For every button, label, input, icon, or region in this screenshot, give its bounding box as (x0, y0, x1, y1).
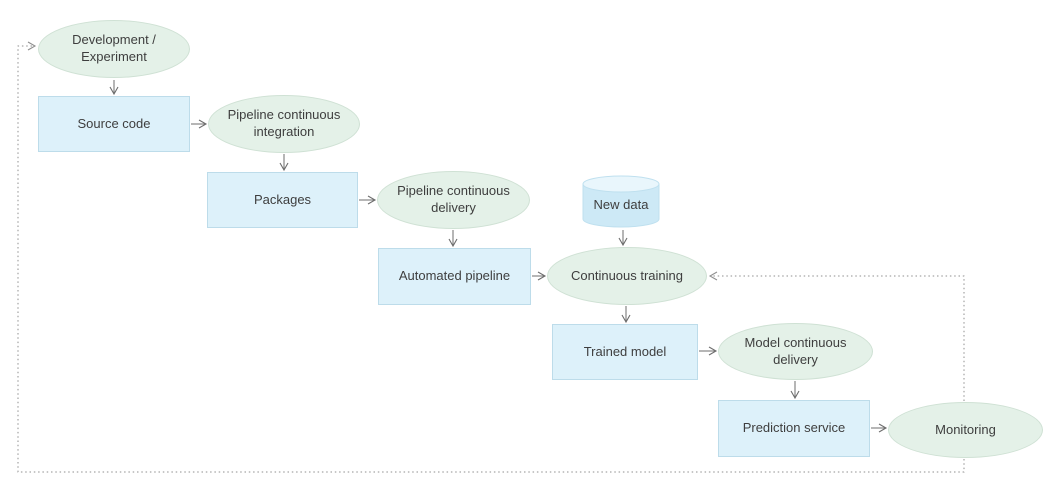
node-label: New data (593, 197, 649, 213)
node-label: Continuous training (570, 267, 684, 283)
node-label: Pipeline continuous integration (227, 107, 341, 139)
edge-monitoring-to-ct-feedback (708, 271, 965, 401)
node-new-data: New data (582, 175, 660, 228)
node-label: Source code (77, 115, 151, 131)
node-development-experiment: Development / Experiment (38, 20, 190, 78)
node-label: Monitoring (935, 421, 996, 437)
node-label: Pipeline continuous delivery (397, 183, 510, 215)
node-packages: Packages (207, 172, 358, 228)
node-source-code: Source code (38, 96, 190, 152)
node-model-continuous-delivery: Model continuous delivery (718, 323, 873, 380)
node-label: Development / Experiment (72, 32, 156, 64)
node-trained-model: Trained model (552, 324, 698, 380)
node-continuous-training: Continuous training (547, 247, 707, 305)
node-automated-pipeline: Automated pipeline (378, 248, 531, 305)
node-label: Trained model (583, 343, 667, 359)
node-prediction-service: Prediction service (718, 400, 870, 457)
node-monitoring: Monitoring (888, 402, 1043, 458)
node-pipeline-continuous-integration: Pipeline continuous integration (208, 95, 360, 153)
node-label: Automated pipeline (398, 268, 511, 284)
node-label: Packages (253, 191, 312, 207)
node-label: Prediction service (742, 420, 846, 436)
edge-monitoring-to-dev-feedback (17, 41, 965, 473)
database-cylinder-icon (582, 175, 660, 228)
node-label: Model continuous delivery (744, 334, 847, 367)
node-pipeline-continuous-delivery: Pipeline continuous delivery (377, 171, 530, 229)
